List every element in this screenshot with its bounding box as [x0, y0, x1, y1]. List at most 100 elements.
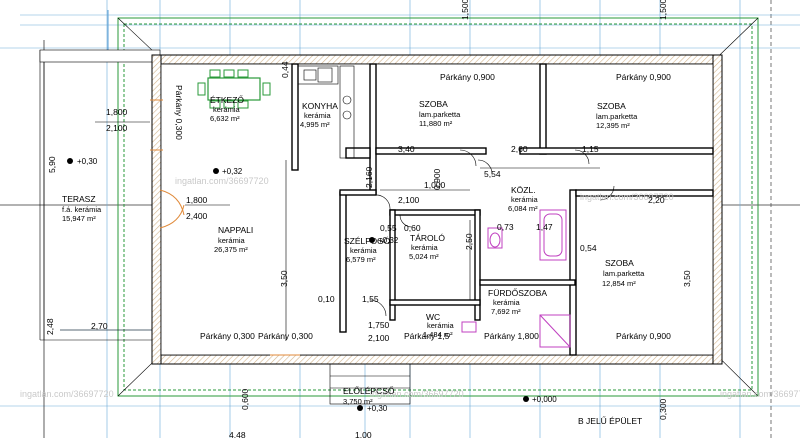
- dim-label: 3,50: [682, 270, 692, 287]
- dining-table: [197, 69, 271, 109]
- interior-walls: [291, 63, 714, 356]
- dim-label: 0,55: [380, 223, 397, 233]
- room-szoba1-area: 11,880 m²: [419, 119, 453, 128]
- dim-label: 2,60: [511, 144, 528, 154]
- dim-label: 1,47: [536, 222, 553, 232]
- dim-label: 0,900: [432, 168, 442, 190]
- room-szoba2-floor: lam.parketta: [596, 112, 638, 121]
- dim-label: 1,000: [424, 180, 446, 190]
- dim-label: 1,500: [658, 0, 668, 20]
- room-tarolo-area: 5,024 m²: [409, 252, 439, 261]
- dim-label: 1,55: [362, 294, 379, 304]
- vertical-dimension-labels: 5,90 2,48 3,50 3,50 2,50 1,500 1,500 0,9…: [45, 0, 692, 420]
- room-wc-floor: kerámia: [427, 321, 455, 330]
- watermark-2: ingatlan.com/36697720: [580, 192, 674, 202]
- room-szoba2-name: SZOBA: [597, 101, 626, 111]
- dim-label: 0,54: [580, 243, 597, 253]
- building-label: B JELŰ ÉPÜLET: [578, 416, 642, 426]
- room-terasz-area: 15,947 m²: [62, 214, 96, 223]
- dim-label: 4,48: [229, 430, 246, 438]
- front-steps: [329, 363, 411, 405]
- room-furdo-area: 7,692 m²: [491, 307, 521, 316]
- room-nappali-floor: kerámia: [218, 236, 246, 245]
- room-konyha-name: KONYHA: [302, 101, 338, 111]
- watermark-1: ingatlan.com/36697720: [175, 176, 269, 186]
- room-szoba3-floor: lam.parketta: [603, 269, 645, 278]
- dim-label: 2,100: [368, 333, 390, 343]
- level-label: +0,000: [532, 395, 557, 404]
- parkany-label: Párkány 1,5: [404, 331, 450, 341]
- dim-label: 2,100: [398, 195, 420, 205]
- room-szoba1-name: SZOBA: [419, 99, 448, 109]
- dim-label: 1,800: [106, 107, 128, 117]
- room-furdo-floor: kerámia: [493, 298, 521, 307]
- level-label: +0,32: [378, 236, 399, 245]
- dim-label: 0,300: [658, 398, 668, 420]
- parkany-label: Párkány 0,300: [258, 331, 313, 341]
- room-furdo-name: FÜRDŐSZOBA: [488, 288, 547, 298]
- dim-label: 2,50: [464, 233, 474, 250]
- room-elolepcso-name: ELŐLÉPCSŐ: [343, 386, 395, 396]
- doors: [150, 99, 615, 356]
- sill-labels: Párkány 0,900 Párkány 0,900 Párkány 0,30…: [174, 72, 671, 341]
- watermarks: ingatlan.com/36697720 ingatlan.com/36697…: [20, 176, 800, 399]
- dim-label: 0,60: [404, 223, 421, 233]
- dimension-lines: [60, 121, 600, 340]
- kitchen-furniture: [297, 65, 355, 159]
- room-szelfogo-floor: kerámia: [350, 246, 378, 255]
- room-nappali-name: NAPPALI: [218, 225, 253, 235]
- dim-label: 2,48: [45, 318, 55, 335]
- dim-label: 3,40: [398, 144, 415, 154]
- room-etkezo-name: ÉTKEZŐ: [210, 95, 244, 105]
- room-terasz-floor: f.á. kerámia: [62, 205, 102, 214]
- bathroom-fixtures: [461, 209, 571, 348]
- room-kozl-floor: kerámia: [511, 195, 539, 204]
- dim-label: 1,500: [460, 0, 470, 20]
- room-kozl-area: 6,084 m²: [508, 204, 538, 213]
- watermark-4: ingatlan.com/36697720: [370, 389, 464, 399]
- dimension-labels: 1,800 2,100 1,800 2,400 2,100 2,100 3,40…: [91, 107, 665, 438]
- dim-label: 0,73: [497, 222, 514, 232]
- dim-label: 5,54: [484, 169, 501, 179]
- dim-label: 1,800: [186, 195, 208, 205]
- dim-label: 1,15: [582, 144, 599, 154]
- dim-label: 0,44: [280, 61, 290, 78]
- watermark-5: ingatlan.com/36697720: [720, 389, 800, 399]
- dim-label: 2,100: [106, 123, 128, 133]
- terrace-area: [39, 49, 161, 341]
- dim-label: 0,10: [318, 294, 335, 304]
- parkany-label: Párkány 0,900: [616, 331, 671, 341]
- level-label: +0,30: [77, 157, 98, 166]
- room-konyha-floor: kerámia: [304, 111, 332, 120]
- room-etkezo-area: 6,632 m²: [210, 114, 240, 123]
- room-szoba3-area: 12,854 m²: [602, 279, 636, 288]
- parkany-label: Párkány 0,300: [174, 85, 184, 140]
- room-szelfogo-name: SZÉLFOGÓ: [344, 236, 391, 246]
- dim-label: 5,90: [47, 156, 57, 173]
- room-wc-name: WC: [426, 312, 440, 322]
- room-wc-area: 1,484 m²: [423, 330, 453, 339]
- level-label: +0,32: [222, 167, 243, 176]
- level-label: +0,30: [367, 404, 388, 413]
- parkany-label: Párkány 0,900: [440, 72, 495, 82]
- room-etkezo-floor: kerámia: [213, 105, 241, 114]
- room-tarolo-name: TÁROLÓ: [410, 233, 445, 243]
- dim-label: 2,400: [186, 211, 208, 221]
- room-kozl-name: KÖZL.: [511, 185, 536, 195]
- dim-label: 2,20: [648, 195, 665, 205]
- parkany-label: Párkány 0,900: [616, 72, 671, 82]
- dim-label: 2,70: [91, 321, 108, 331]
- room-labels: ÉTKEZŐ kerámia 6,632 m² KONYHA kerámia 4…: [62, 95, 645, 406]
- parkany-label: Párkány 1,800: [484, 331, 539, 341]
- dim-label: 2,160: [364, 166, 374, 188]
- room-szoba1-floor: lam.parketta: [419, 110, 461, 119]
- room-nappali-area: 26,375 m²: [214, 245, 248, 254]
- dim-label: 1,00: [355, 430, 372, 438]
- room-elolepcso-area: 3,750 m²: [343, 397, 373, 406]
- dim-label: 3,50: [279, 270, 289, 287]
- level-markers: [67, 158, 529, 411]
- room-szelfogo-area: 6,579 m²: [346, 255, 376, 264]
- dim-label: 1,750: [368, 320, 390, 330]
